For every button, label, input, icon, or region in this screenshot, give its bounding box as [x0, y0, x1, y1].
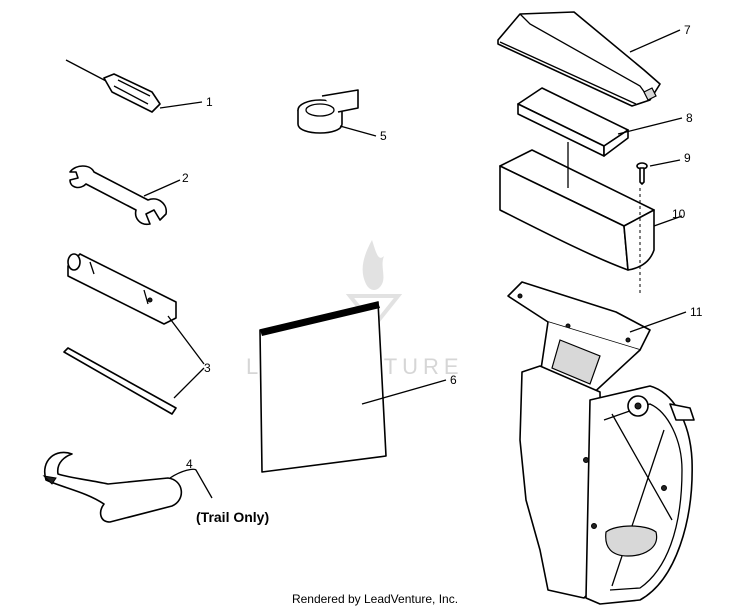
- tape-roll-part[interactable]: [297, 89, 359, 134]
- tommy-bar-part[interactable]: [63, 347, 177, 415]
- callout-9: 9: [684, 151, 691, 165]
- leader-line-9: [649, 159, 681, 167]
- callout-4: 4: [186, 457, 193, 471]
- leader-line-4: [169, 468, 213, 499]
- leader-line-3: [167, 315, 205, 399]
- leader-line-11: [629, 311, 687, 333]
- watermark-flame-icon: [362, 240, 384, 290]
- leader-line-6: [361, 379, 447, 405]
- callout-1: 1: [206, 95, 213, 109]
- chaincase-housing-part[interactable]: [507, 281, 695, 605]
- leader-line-5: [339, 125, 377, 137]
- leader-line-2: [143, 179, 181, 197]
- toolbox-lid-part[interactable]: [497, 11, 661, 107]
- leader-line-10: [653, 215, 683, 227]
- foam-pad-part[interactable]: [517, 87, 629, 157]
- footer-credit: Rendered by LeadVenture, Inc.: [291, 592, 459, 606]
- leader-line-7: [629, 29, 681, 53]
- toolbox-tray-part[interactable]: [499, 142, 655, 271]
- socket-wrench-part[interactable]: [67, 253, 177, 325]
- owners-manual-part[interactable]: [259, 301, 387, 473]
- screwdriver-part[interactable]: [65, 59, 161, 113]
- callout-7: 7: [684, 23, 691, 37]
- callout-11: 11: [690, 305, 703, 319]
- callout-5: 5: [380, 129, 387, 143]
- callout-8: 8: [686, 111, 693, 125]
- leader-line-8: [617, 117, 683, 135]
- callout-6: 6: [450, 373, 457, 387]
- screw-part[interactable]: [636, 162, 648, 185]
- spanner-wrench-part[interactable]: [42, 451, 183, 523]
- trail-only-note: (Trail Only): [196, 509, 269, 525]
- leader-line-1: [159, 101, 203, 109]
- callout-2: 2: [182, 171, 189, 185]
- wrench-part[interactable]: [69, 165, 168, 226]
- callout-3: 3: [204, 361, 211, 375]
- callout-10: 10: [672, 207, 686, 221]
